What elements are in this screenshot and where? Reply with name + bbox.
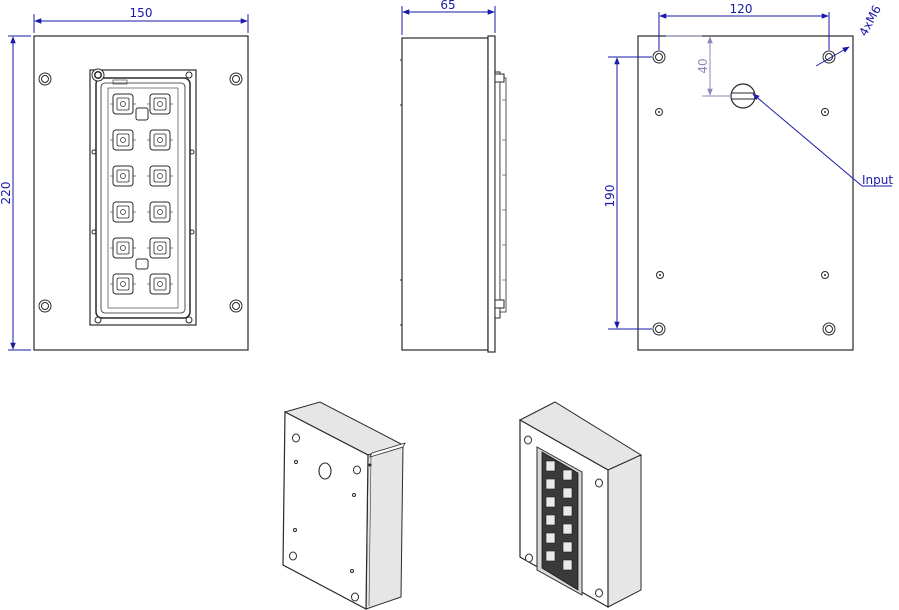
housing-side [401,37,489,351]
led-icon [109,237,137,259]
led-icon [109,273,137,295]
mount-screw-icon [38,299,52,313]
led-module [89,68,197,326]
mount-screw-icon [229,299,243,313]
width-dimension-label: 150 [130,6,153,20]
input-offset-label: 40 [696,58,710,73]
mount-screw-icon [38,72,52,86]
side-view: 65 [400,0,507,353]
m6-hole-icon [822,322,836,336]
led-icon [109,201,137,223]
iso-view-front [518,401,643,609]
led-icon [109,165,137,187]
led-icon [146,165,174,187]
led-icon [146,93,174,115]
m6-hole-icon [652,50,666,64]
mount-screw-icon [229,72,243,86]
back-view: 120 190 40 4xM6 Input [603,2,893,351]
led-module [536,446,583,596]
m6-hole-icon [652,322,666,336]
led-icon [146,129,174,151]
led-icon [109,93,137,115]
back-plate [637,35,854,351]
led-icon [146,201,174,223]
input-callout-label: Input [862,173,893,187]
depth-dimension-label: 65 [440,0,455,12]
hole-spacing-label: 120 [730,2,753,16]
faceplate-edge [487,35,496,353]
vertical-spacing-label: 190 [603,185,617,208]
thread-callout-label: 4xM6 [856,3,884,38]
input-gland-icon [318,462,332,480]
input-gland-icon [730,83,756,109]
led-icon [146,273,174,295]
iso-view-back [282,401,406,610]
led-icon [109,129,137,151]
front-view: 150 220 [0,6,249,351]
height-dimension-label: 220 [0,182,13,205]
led-icon [146,237,174,259]
